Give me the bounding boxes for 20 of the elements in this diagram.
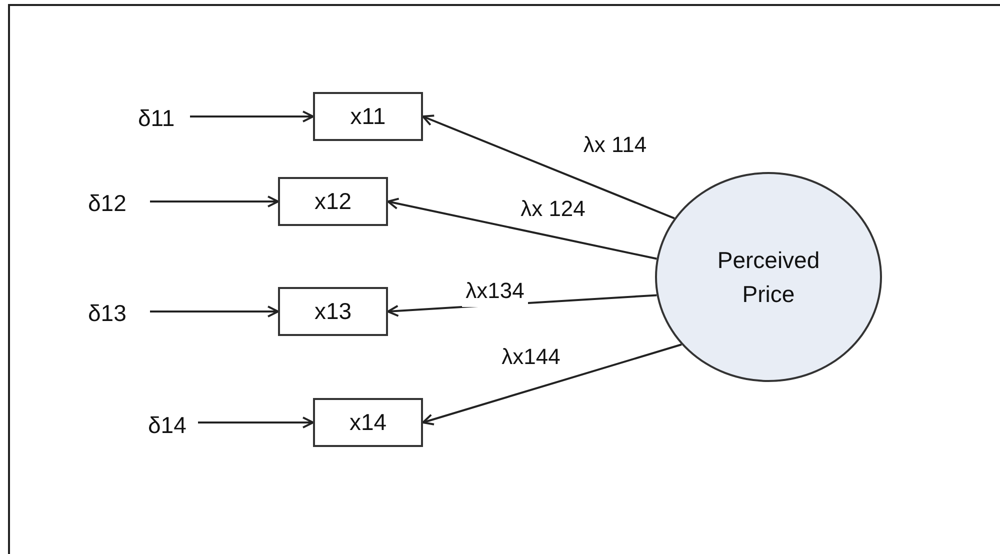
node-label: δ13 [88, 298, 126, 328]
node-label: x11 [350, 102, 386, 132]
node-label: Perceived Price [716, 246, 821, 309]
arrow [422, 114, 675, 220]
arrow [150, 196, 279, 208]
node-label: δ14 [148, 410, 186, 440]
variable-box [278, 287, 388, 336]
arrow [198, 416, 314, 428]
node-label: x12 [314, 187, 352, 216]
node-label: δ12 [88, 188, 126, 218]
variable-box [278, 177, 388, 226]
variable-box [313, 92, 423, 141]
node-label: x13 [314, 297, 352, 326]
arrow [150, 306, 279, 318]
variable-box [313, 398, 423, 447]
arrow [190, 110, 314, 122]
node-label: δ11 [138, 104, 175, 133]
arrow [387, 198, 657, 260]
node-label: x14 [349, 408, 387, 438]
arrow [422, 344, 682, 426]
